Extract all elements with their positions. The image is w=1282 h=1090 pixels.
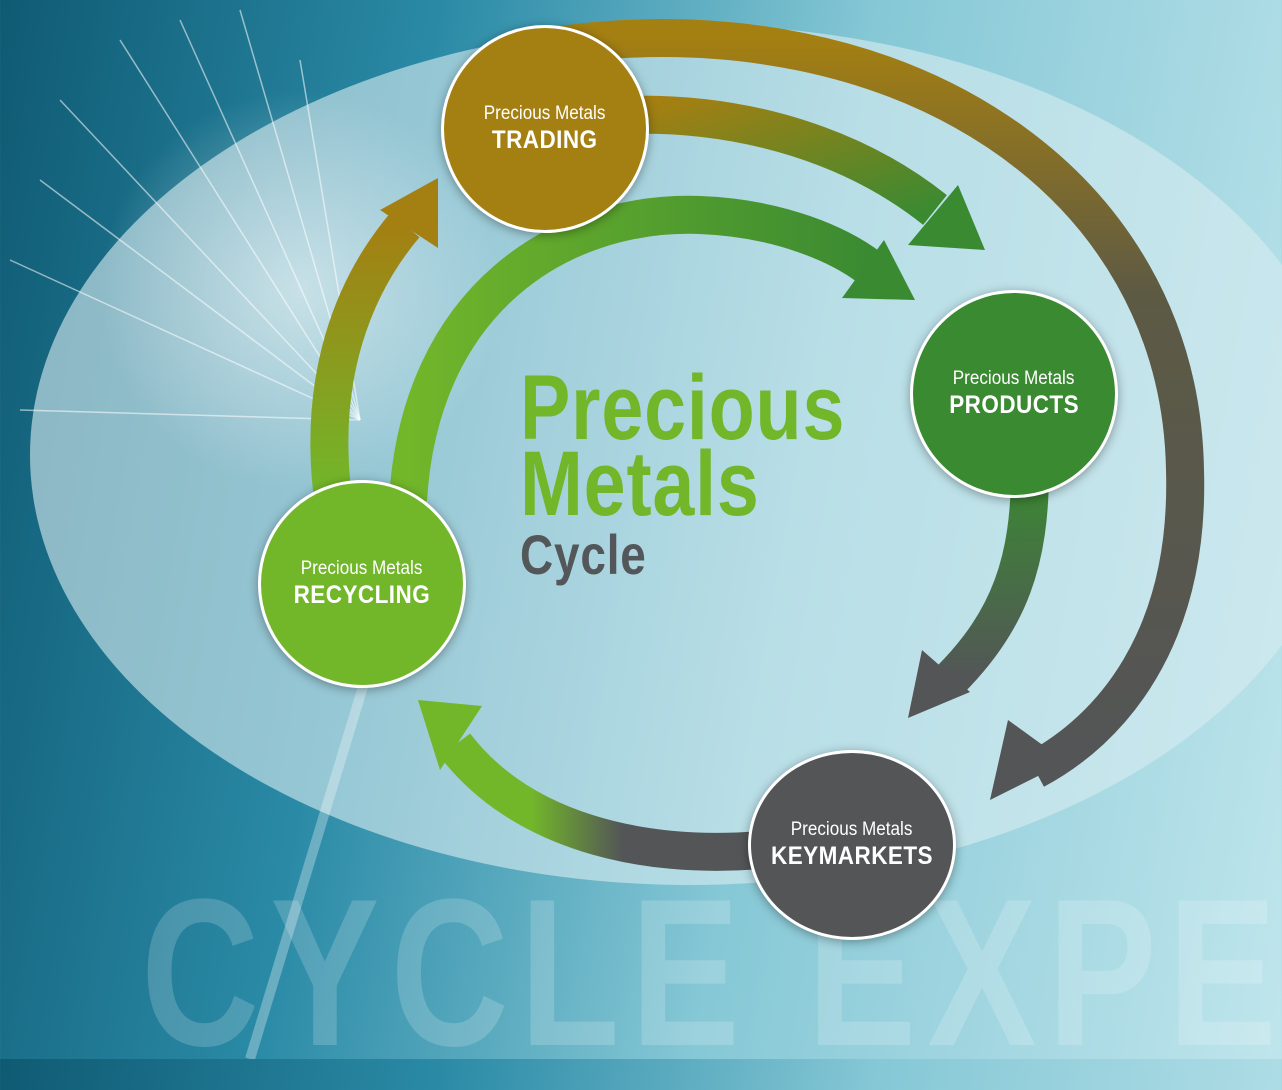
arrow-head-keymarkets-inner <box>908 650 970 718</box>
arrow-products-to-keymarkets <box>936 469 1049 694</box>
center-title-line1: Precious <box>520 357 846 459</box>
node-keymarkets: Precious Metals KEYMARKETS <box>748 750 956 940</box>
center-title-line3: Cycle <box>520 523 647 586</box>
node-trading-prefix: Precious Metals <box>484 103 606 124</box>
arrow-head-keymarkets-outer <box>990 720 1066 800</box>
center-title-line2: Metals <box>520 433 760 535</box>
node-keymarkets-prefix: Precious Metals <box>791 819 913 840</box>
arrow-head-recycling <box>418 700 482 770</box>
arrow-head-products-outer <box>842 240 915 300</box>
node-products-prefix: Precious Metals <box>953 368 1075 389</box>
arrow-head-products-inner <box>908 185 985 250</box>
arrow-trading-to-products <box>619 95 947 225</box>
node-trading: Precious Metals TRADING <box>441 25 649 233</box>
node-recycling-prefix: Precious Metals <box>301 558 423 579</box>
dandelion-stem <box>245 678 370 1059</box>
watermark-text: CYCLE EXPERTS <box>141 855 1282 1090</box>
node-keymarkets-label: KEYMARKETS <box>770 842 933 870</box>
node-products-label: PRODUCTS <box>949 391 1079 419</box>
node-recycling-label: RECYCLING <box>293 581 431 609</box>
arrow-keymarkets-to-recycling <box>439 733 762 871</box>
center-title: Precious Metals Cycle <box>520 357 846 588</box>
node-recycling: Precious Metals RECYCLING <box>258 480 466 688</box>
arrow-trading-to-keymarkets <box>557 19 1205 787</box>
node-products: Precious Metals PRODUCTS <box>910 290 1118 498</box>
arrow-head-trading <box>380 178 438 248</box>
arrow-recycling-to-products <box>389 195 882 502</box>
node-trading-label: TRADING <box>492 126 598 154</box>
arrow-recycling-to-trading <box>310 212 420 493</box>
diagram-canvas: CYCLE EXPERTS Precious Metals Cycle Prec… <box>30 19 1282 1059</box>
